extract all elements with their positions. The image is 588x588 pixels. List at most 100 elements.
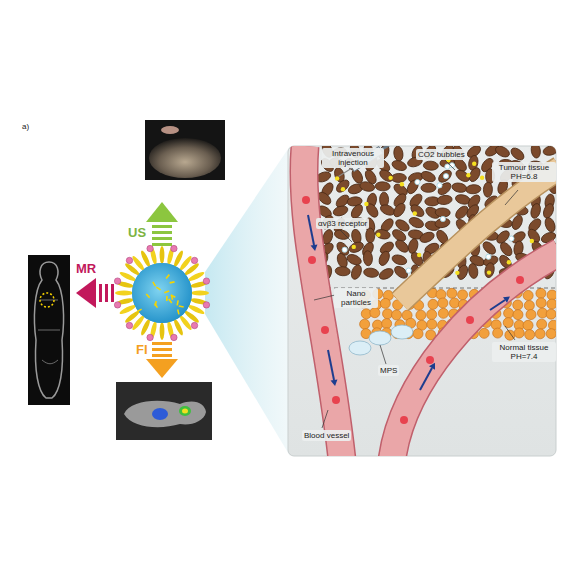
normal-cell — [513, 300, 523, 310]
leader-line — [505, 190, 518, 205]
tumour-cell — [375, 182, 390, 192]
tumour-cell — [332, 204, 349, 217]
callout-text: Tumour tissue PH=6.8 — [492, 162, 556, 182]
tumour-cell — [530, 146, 541, 159]
leader-line — [340, 230, 352, 242]
ligand-rod — [115, 291, 133, 296]
nanoparticle-dot — [308, 256, 316, 264]
leader-line — [445, 160, 455, 170]
payload — [165, 274, 169, 279]
flow-arrow — [420, 368, 432, 390]
ligand-rod — [119, 303, 137, 315]
normal-cell — [479, 328, 489, 338]
tumour-cell — [418, 230, 435, 244]
tumour-cell — [393, 146, 404, 162]
tumour-cell — [393, 238, 410, 255]
tissue-illustration — [302, 146, 556, 456]
normal-cell — [523, 290, 533, 300]
normal-cell — [523, 320, 533, 330]
receptor — [413, 211, 417, 215]
payload — [146, 294, 150, 299]
ligand-rod — [172, 318, 184, 336]
ligand-rod — [187, 270, 205, 282]
nanoparticle-dot — [400, 416, 408, 424]
receptor — [530, 239, 534, 243]
receptor — [388, 176, 392, 180]
normal-cell — [504, 308, 514, 318]
us-arrow — [146, 202, 178, 246]
normal-cell — [546, 329, 556, 339]
callout-text: Blood vessel — [302, 430, 351, 441]
receptor — [364, 202, 368, 206]
normal-cell — [382, 319, 392, 329]
normal-cell — [546, 309, 556, 319]
mps-cell — [391, 325, 413, 339]
tumour-cell — [542, 146, 556, 157]
modality-label: MR — [76, 262, 96, 277]
normal-cell — [447, 288, 457, 298]
tumour-cell — [543, 216, 556, 233]
normal-cell — [392, 310, 402, 320]
ligand-rod — [160, 322, 165, 340]
tumour-cell — [409, 203, 426, 219]
targeting-ligand — [114, 302, 120, 308]
co2-bubble — [415, 179, 420, 184]
normal-cell — [513, 310, 523, 320]
normal-cell — [547, 290, 556, 300]
nanoparticle-dot — [426, 356, 434, 364]
normal-cell — [535, 329, 545, 339]
normal-cell — [503, 318, 513, 328]
payload — [168, 298, 172, 303]
tumour-cell — [405, 178, 420, 195]
targeting-ligand — [191, 257, 197, 263]
targeting-ligand — [171, 334, 177, 340]
modality-label: FI — [136, 343, 148, 358]
co2-bubble — [406, 268, 411, 273]
leader-line — [322, 410, 328, 428]
normal-cell — [505, 330, 515, 340]
nanoparticle-dot — [302, 196, 310, 204]
tumour-cell — [334, 229, 351, 241]
normal-cell — [427, 319, 437, 329]
tumour-cell — [359, 180, 376, 192]
payload — [176, 300, 179, 305]
tumour-cell — [391, 159, 408, 173]
callout-text: αvβ3 receptor — [316, 218, 369, 229]
targeting-ligand — [203, 302, 209, 308]
normal-cell — [413, 329, 423, 339]
payload — [179, 305, 184, 308]
tumour-cell — [498, 240, 514, 257]
tumour-cell — [421, 183, 436, 192]
co2-bubble — [342, 247, 347, 252]
tumour-cell — [436, 168, 453, 185]
nanoparticle-dot — [321, 326, 329, 334]
callout-text: CO2 bubbles — [416, 149, 467, 160]
co2-bubble — [486, 254, 491, 259]
flow-arrow — [490, 300, 505, 310]
normal-cell — [525, 330, 535, 340]
leader-line — [505, 326, 515, 340]
zoom-cone — [205, 146, 290, 456]
ligand-rod — [160, 246, 165, 264]
normal-cell — [360, 319, 370, 329]
targeting-ligand — [203, 278, 209, 284]
normal-cell — [458, 290, 468, 300]
mr-image — [28, 255, 70, 405]
targeting-ligand — [191, 322, 197, 328]
targeting-ligand — [126, 257, 132, 263]
tumour-cell — [454, 168, 471, 184]
tumour-cell — [366, 228, 375, 243]
payload — [169, 281, 174, 284]
receptor — [487, 270, 491, 274]
ultrasound-image — [145, 120, 225, 180]
nanoparticle-dot — [516, 276, 524, 284]
targeting-ligand — [147, 334, 153, 340]
fi-arrow — [146, 342, 178, 378]
targeting-ligand — [114, 278, 120, 284]
tumour-cell — [436, 180, 453, 197]
normal-cell — [524, 300, 534, 310]
payload — [177, 309, 180, 314]
blood-vessel-right — [392, 252, 556, 456]
